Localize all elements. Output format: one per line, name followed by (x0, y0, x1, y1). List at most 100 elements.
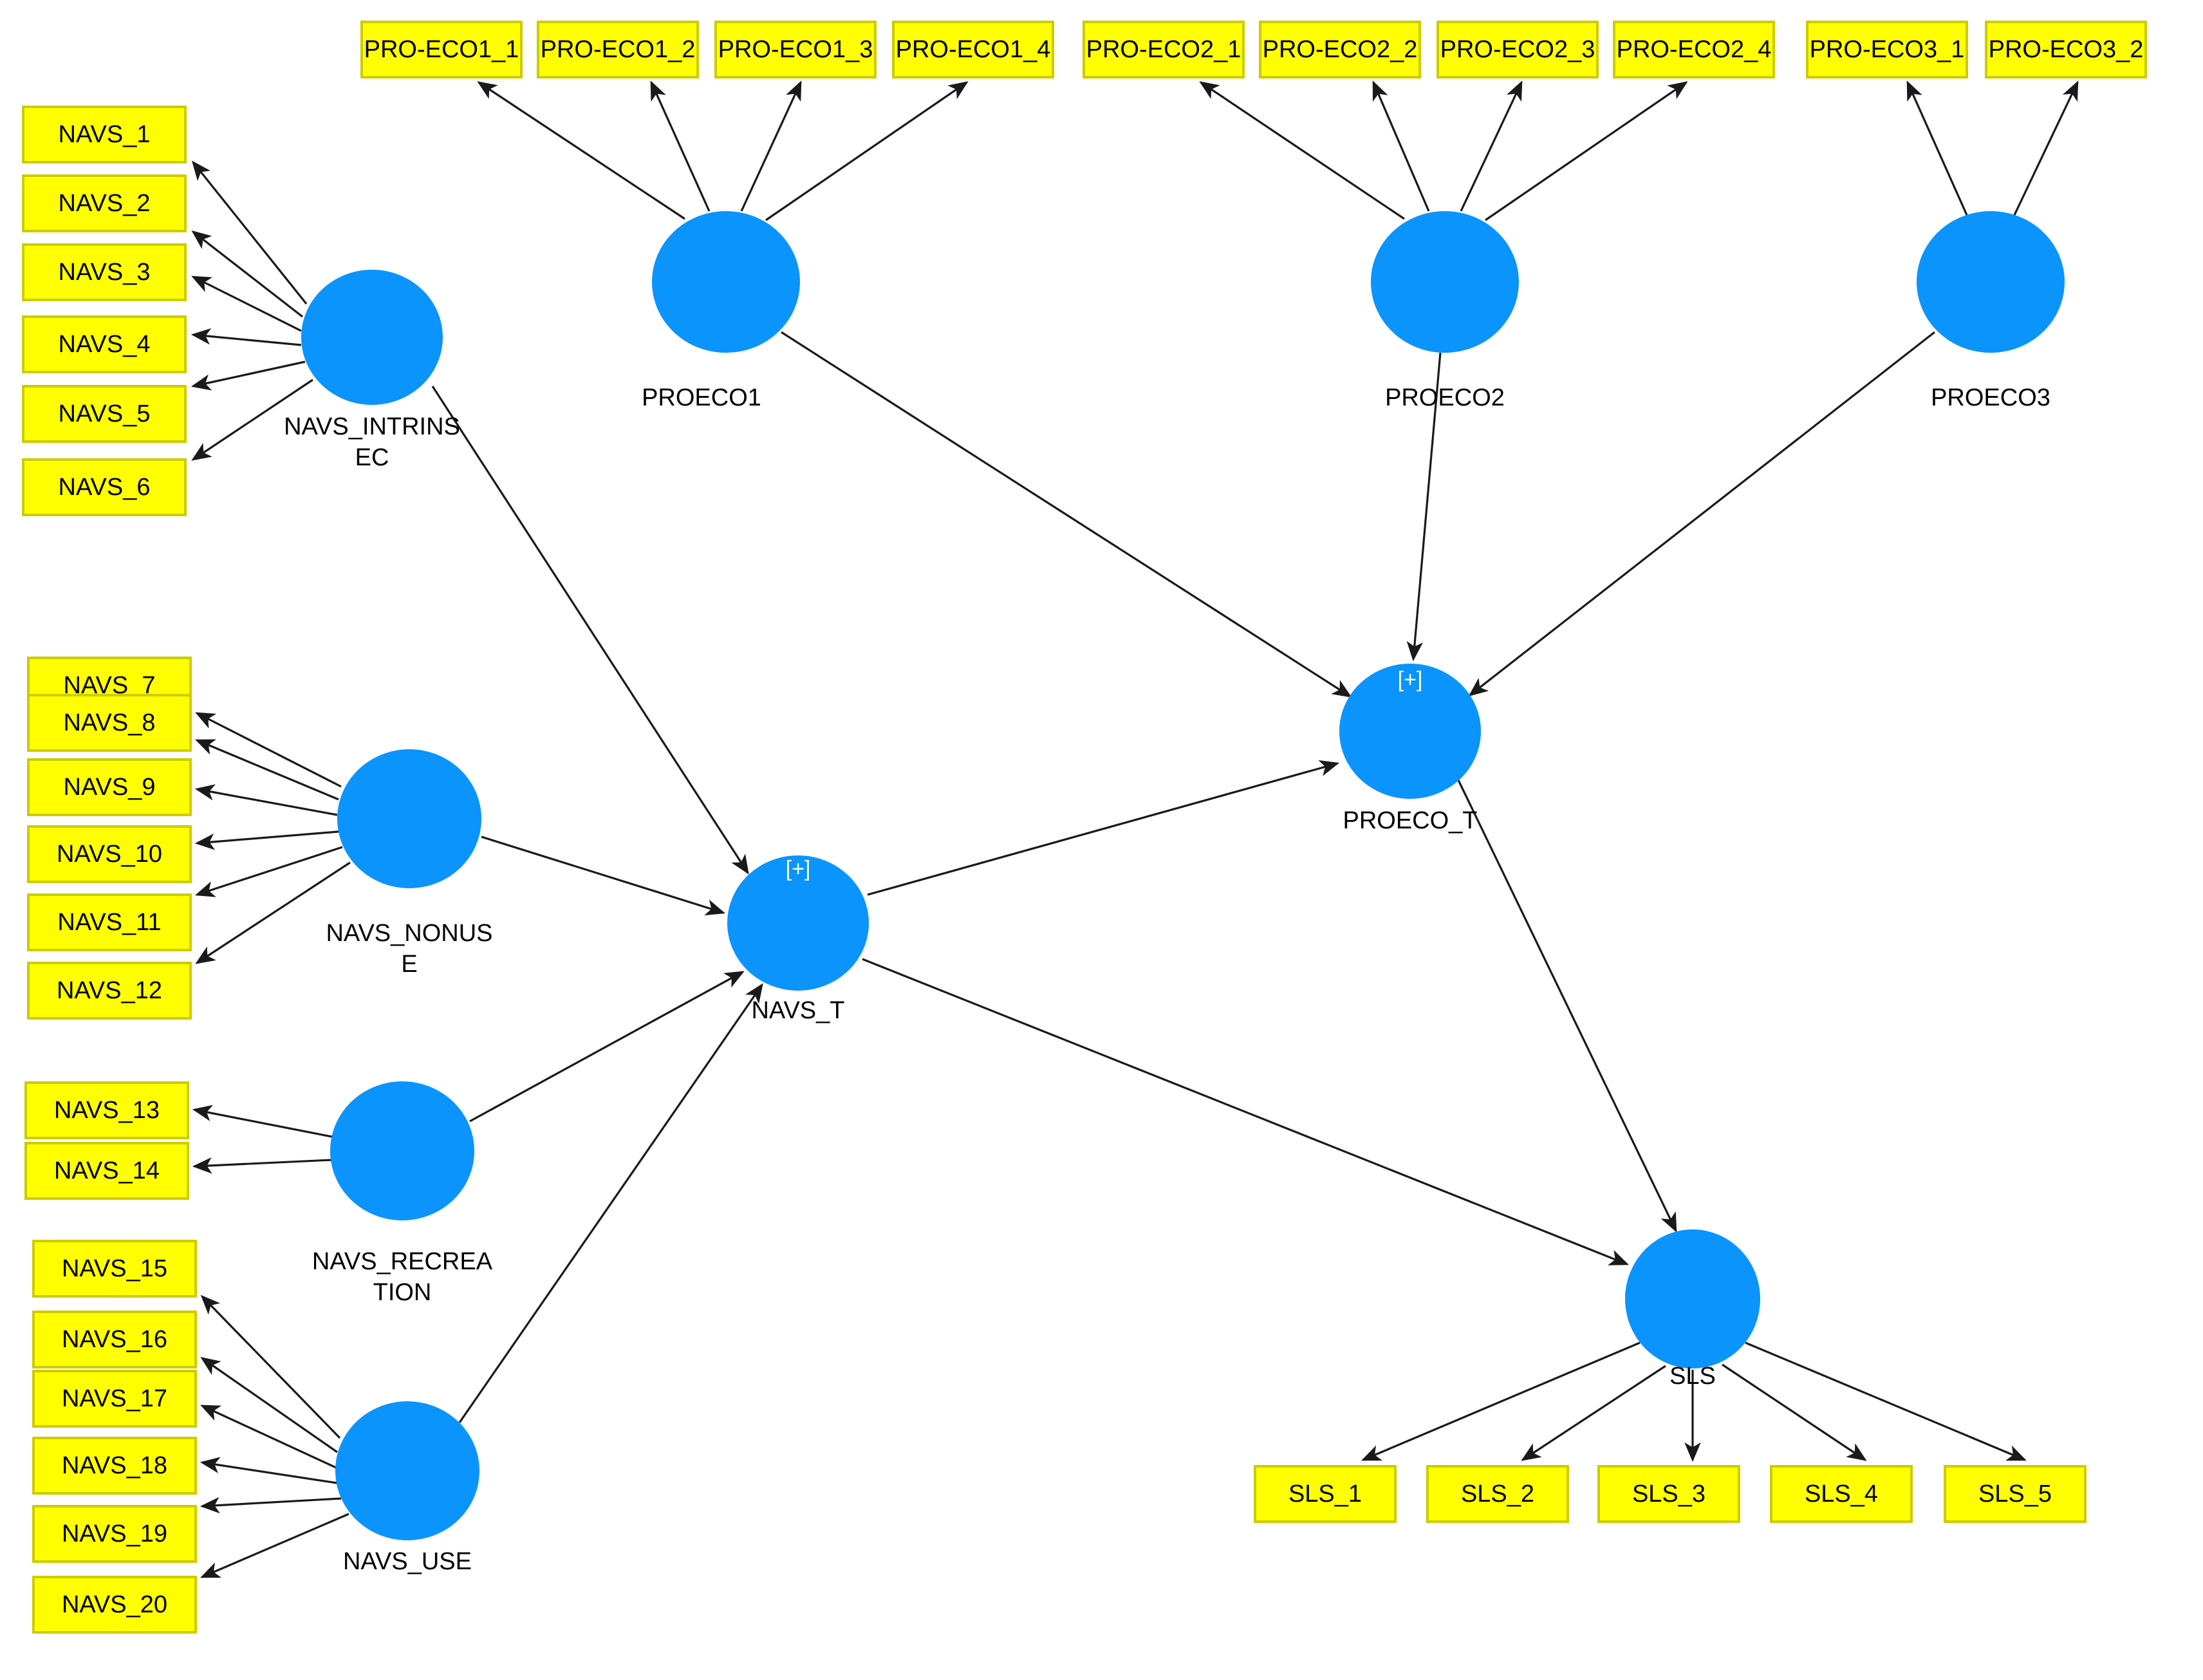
indicator-box[interactable] (1770, 1465, 1913, 1523)
indicator-node[interactable]: NAVS_19 (32, 1505, 197, 1563)
indicator-box[interactable] (1944, 1465, 2087, 1523)
latent-node[interactable]: [+]NAVS_T (727, 855, 869, 1024)
indicator-node[interactable]: NAVS_13 (24, 1081, 189, 1139)
indicator-box[interactable] (22, 458, 187, 516)
indicator-box[interactable] (892, 21, 1054, 79)
indicator-box[interactable] (32, 1240, 197, 1298)
indicator-node[interactable]: NAVS_6 (22, 458, 187, 516)
indicator-box[interactable] (22, 243, 187, 301)
latent-circle[interactable] (652, 211, 800, 353)
indicator-node[interactable]: PRO-ECO3_2 (1985, 21, 2147, 79)
indicator-node[interactable]: NAVS_8 (27, 694, 192, 752)
indicator-node[interactable]: NAVS_17 (32, 1370, 197, 1428)
indicator-box[interactable] (1254, 1465, 1397, 1523)
indicator-box[interactable] (1806, 21, 1968, 79)
latent-label: NAVS_RECREA (312, 1248, 493, 1275)
indicator-label: PRO-ECO2_4 (1617, 36, 1772, 63)
indicator-box[interactable] (22, 315, 187, 373)
indicator-node[interactable]: NAVS_16 (32, 1311, 197, 1368)
indicator-node[interactable]: NAVS_4 (22, 315, 187, 373)
indicator-box[interactable] (22, 106, 187, 163)
latent-circle[interactable] (337, 749, 481, 888)
latent-circle[interactable] (301, 270, 443, 405)
indicator-node[interactable]: NAVS_20 (32, 1576, 197, 1634)
latent-node[interactable]: PROECO1 (642, 211, 800, 411)
indicator-node[interactable]: NAVS_10 (27, 825, 192, 883)
indicator-node[interactable]: NAVS_3 (22, 243, 187, 301)
indicator-label: NAVS_5 (59, 400, 151, 427)
indicator-box[interactable] (27, 893, 192, 951)
indicator-box[interactable] (32, 1505, 197, 1563)
latent-node[interactable]: NAVS_USE (335, 1401, 479, 1575)
latent-node[interactable]: PROECO2 (1371, 211, 1519, 411)
indicator-box[interactable] (22, 385, 187, 443)
plus-marker-icon: [+] (786, 857, 811, 881)
indicator-node[interactable]: NAVS_14 (24, 1142, 189, 1200)
indicator-box[interactable] (360, 21, 523, 79)
indicator-node[interactable]: SLS_3 (1597, 1465, 1740, 1523)
latent-circle[interactable] (727, 855, 869, 991)
indicator-node[interactable]: PRO-ECO2_2 (1259, 21, 1421, 79)
latent-node[interactable]: SLS (1625, 1229, 1760, 1390)
indicator-box[interactable] (1436, 21, 1599, 79)
indicator-node[interactable]: NAVS_9 (27, 758, 192, 816)
indicator-node[interactable]: SLS_5 (1944, 1465, 2087, 1523)
indicator-node[interactable]: PRO-ECO1_4 (892, 21, 1054, 79)
latent-node[interactable]: [+]PROECO_T (1339, 664, 1481, 834)
indicator-box[interactable] (537, 21, 699, 79)
latent-label: SLS (1669, 1363, 1716, 1390)
indicator-box[interactable] (1259, 21, 1421, 79)
indicator-node[interactable]: PRO-ECO1_3 (714, 21, 877, 79)
measurement-edge (1372, 80, 1430, 212)
measurement-edge (192, 160, 308, 304)
indicator-node[interactable]: PRO-ECO2_3 (1436, 21, 1599, 79)
indicator-node[interactable]: NAVS_12 (27, 962, 192, 1020)
latent-circle[interactable] (1625, 1229, 1760, 1368)
indicator-node[interactable]: PRO-ECO2_4 (1613, 21, 1775, 79)
indicator-node[interactable]: NAVS_1 (22, 106, 187, 163)
indicator-node[interactable]: PRO-ECO1_1 (360, 21, 523, 79)
indicator-box[interactable] (32, 1576, 197, 1634)
indicator-box[interactable] (32, 1437, 197, 1495)
structural-edge (1468, 331, 1935, 696)
measurement-edge (1361, 1341, 1641, 1461)
indicator-box[interactable] (1597, 1465, 1740, 1523)
indicator-box[interactable] (27, 758, 192, 816)
indicator-box[interactable] (1083, 21, 1245, 79)
indicator-node[interactable]: SLS_2 (1426, 1465, 1569, 1523)
indicator-box[interactable] (27, 962, 192, 1020)
indicator-node[interactable]: NAVS_18 (32, 1437, 197, 1495)
indicator-node[interactable]: PRO-ECO2_1 (1083, 21, 1245, 79)
indicator-box[interactable] (24, 1142, 189, 1200)
measurement-edge (765, 81, 969, 221)
indicator-node[interactable]: SLS_1 (1254, 1465, 1397, 1523)
latent-circle[interactable] (330, 1081, 474, 1220)
indicator-node[interactable]: NAVS_5 (22, 385, 187, 443)
measurement-edge (191, 378, 313, 461)
indicator-box[interactable] (22, 174, 187, 232)
indicator-box[interactable] (1426, 1465, 1569, 1523)
indicator-node[interactable]: PRO-ECO1_2 (537, 21, 699, 79)
indicator-box[interactable] (24, 1081, 189, 1139)
indicator-box[interactable] (32, 1311, 197, 1368)
latent-circle[interactable] (1917, 211, 2065, 353)
indicator-node[interactable]: NAVS_2 (22, 174, 187, 232)
indicator-box[interactable] (1613, 21, 1775, 79)
latent-circle[interactable] (1371, 211, 1519, 353)
indicator-box[interactable] (714, 21, 877, 79)
indicator-node[interactable]: SLS_4 (1770, 1465, 1913, 1523)
latent-node[interactable]: PROECO3 (1917, 211, 2065, 411)
indicator-node[interactable]: NAVS_11 (27, 893, 192, 951)
latent-circle[interactable] (1339, 664, 1481, 799)
indicator-box[interactable] (32, 1370, 197, 1428)
indicator-box[interactable] (1985, 21, 2147, 79)
latent-label: NAVS_USE (343, 1548, 472, 1575)
indicator-node[interactable]: PRO-ECO3_1 (1806, 21, 1968, 79)
indicator-box[interactable] (27, 694, 192, 752)
latent-circle[interactable] (335, 1401, 479, 1540)
indicator-node[interactable]: NAVS_15 (32, 1240, 197, 1298)
indicator-box[interactable] (27, 825, 192, 883)
